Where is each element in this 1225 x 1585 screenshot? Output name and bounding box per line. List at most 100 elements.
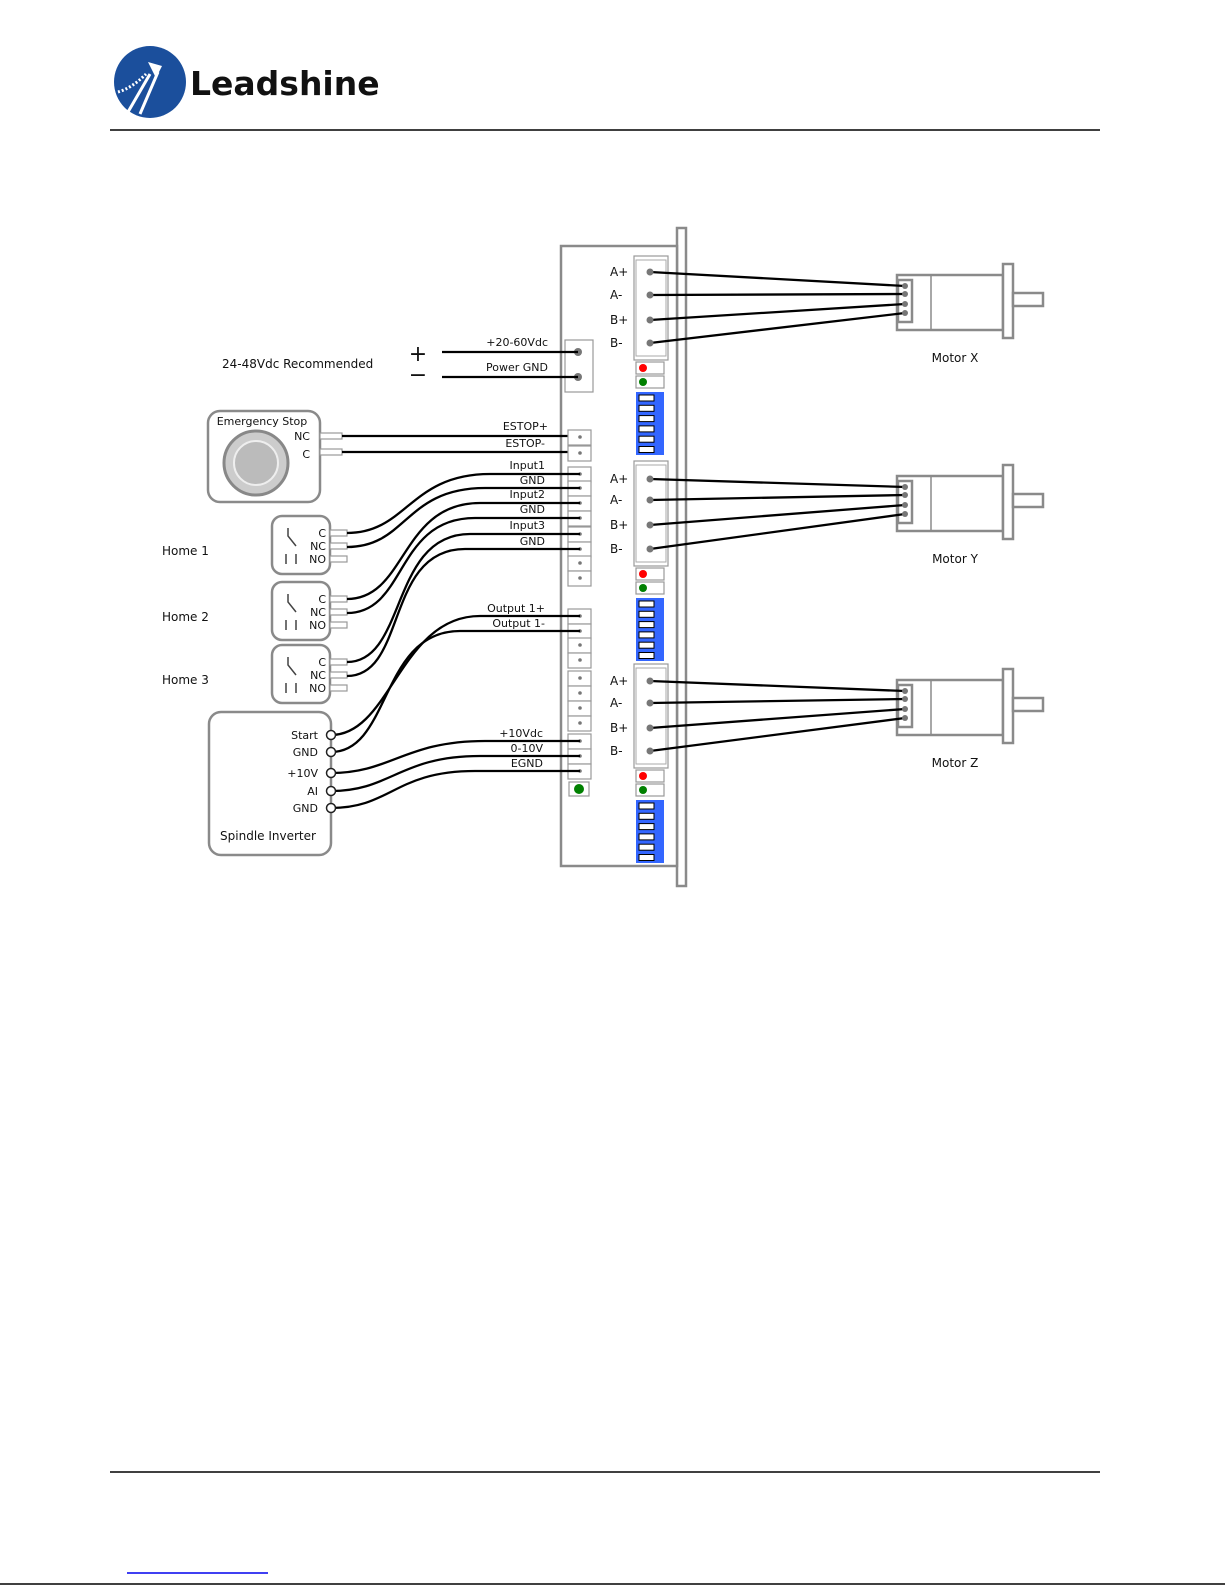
- motor-label: Motor Z: [932, 756, 979, 770]
- motor-pin-label: B-: [610, 744, 623, 758]
- wire: [330, 769, 580, 810]
- spindle-title: Spindle Inverter: [220, 829, 316, 843]
- vplus-label: +20-60Vdc: [486, 336, 548, 349]
- dip-lever: [638, 812, 655, 820]
- spindle-pin-label: GND: [293, 746, 318, 759]
- motor-pin-label: A+: [610, 265, 628, 279]
- spindle-terminal: [325, 746, 337, 758]
- heatsink-bar: [675, 226, 688, 888]
- motor-pin-label: A+: [610, 472, 628, 486]
- dip-lever: [638, 823, 655, 831]
- switch-symbol-icon: [285, 528, 297, 564]
- estop-minus-label: ESTOP-: [505, 437, 545, 450]
- wire: [330, 629, 580, 754]
- wire: [346, 472, 580, 535]
- estop-pin-c: C: [302, 448, 310, 461]
- home-pin-label: NC: [310, 606, 326, 619]
- switch-symbol-icon: [285, 657, 297, 693]
- motor-3-body: [895, 678, 1005, 737]
- fault-led: [639, 570, 647, 578]
- spindle-inverter: [207, 710, 333, 857]
- dip-lever: [638, 833, 655, 841]
- motor-label: Motor X: [932, 351, 979, 365]
- motor-wire: [649, 697, 906, 705]
- motor-wire: [649, 679, 906, 693]
- home-pin-label: NO: [309, 619, 326, 632]
- home-pin-label: C: [318, 527, 326, 540]
- motor-wire: [649, 270, 906, 288]
- dip-lever: [638, 843, 655, 851]
- leadshine-logo: Leadshine: [114, 46, 380, 118]
- motor-wire: [649, 311, 906, 345]
- home-pin-label: NO: [309, 553, 326, 566]
- fault-led: [639, 364, 647, 372]
- motor-flange: [1001, 262, 1015, 340]
- switch-symbol-icon: [285, 594, 297, 630]
- brand-name: Leadshine: [190, 64, 380, 103]
- dip-lever: [638, 652, 655, 659]
- dip-lever: [638, 600, 655, 608]
- logo-mark: [114, 46, 186, 118]
- home-pin-label: NO: [309, 682, 326, 695]
- home-pin-label: NC: [310, 669, 326, 682]
- dip-lever: [638, 631, 655, 639]
- fault-led: [639, 772, 647, 780]
- motor-wire: [649, 716, 906, 753]
- power-led: [639, 584, 647, 592]
- motor-shaft: [1011, 291, 1045, 308]
- home-label: Home 2: [162, 610, 209, 624]
- input-label: GND: [520, 535, 545, 548]
- output-label: Output 1-: [492, 617, 545, 630]
- wire: [346, 532, 580, 664]
- spindle-terminal: [325, 729, 337, 741]
- motor-pin-label: A-: [610, 493, 622, 507]
- wire: [330, 739, 580, 775]
- power-led: [639, 378, 647, 386]
- analog-label: EGND: [511, 757, 543, 770]
- dip-switch[interactable]: [636, 598, 664, 661]
- spindle-pin-label: GND: [293, 802, 318, 815]
- motor-pin-label: B+: [610, 518, 628, 532]
- dip-lever: [638, 415, 655, 423]
- spindle-pin-label: AI: [307, 785, 318, 798]
- motor-label: Motor Y: [932, 552, 978, 566]
- dip-lever: [638, 446, 655, 453]
- estop-title: Emergency Stop: [217, 415, 308, 428]
- input-label: Input3: [510, 519, 545, 532]
- dip-switch[interactable]: [636, 392, 664, 455]
- input-label: GND: [520, 503, 545, 516]
- power-led: [639, 786, 647, 794]
- plus-symbol: +: [409, 342, 427, 367]
- motor-shaft: [1011, 492, 1045, 509]
- power-connector: [564, 339, 594, 393]
- spindle-terminal: [325, 785, 337, 797]
- home-pin-label: NC: [310, 540, 326, 553]
- motor-wire: [649, 707, 906, 730]
- spindle-pin-label: Start: [291, 729, 319, 742]
- minus-symbol: −: [409, 363, 427, 388]
- spindle-terminal: [325, 802, 337, 814]
- output-label: Output 1+: [487, 602, 545, 615]
- dip-lever: [638, 621, 655, 629]
- motor-wire: [649, 477, 906, 489]
- motor-2-body: [895, 474, 1005, 533]
- analog-label: 0-10V: [511, 742, 544, 755]
- wire: [346, 516, 580, 615]
- motor-wire: [649, 512, 906, 551]
- dip-switch[interactable]: [636, 800, 664, 863]
- spindle-terminal: [325, 767, 337, 779]
- motor-1-body: [895, 273, 1005, 332]
- dip-lever: [638, 425, 655, 433]
- spindle-pin-label: +10V: [287, 767, 318, 780]
- estop-plus-label: ESTOP+: [503, 420, 548, 433]
- dip-lever: [638, 404, 655, 412]
- motor-wire: [649, 292, 906, 297]
- home-label: Home 1: [162, 544, 209, 558]
- motor-flange: [1001, 667, 1015, 745]
- input-label: GND: [520, 474, 545, 487]
- motor-pin-label: B-: [610, 336, 623, 350]
- input-label: Input2: [510, 488, 545, 501]
- home-pin-label: C: [318, 656, 326, 669]
- motor-pin-label: A-: [610, 696, 622, 710]
